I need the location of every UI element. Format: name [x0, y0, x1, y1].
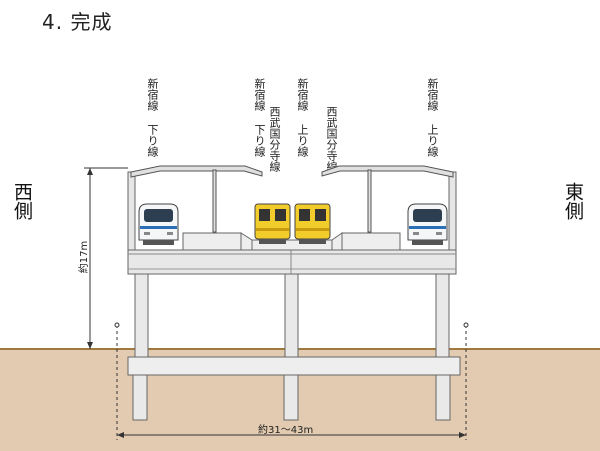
train-shinjuku-up	[407, 203, 448, 245]
label-shinjuku-down-west: 新宿線 下り線	[146, 78, 159, 157]
width-dimension-label: 約31～43m	[258, 425, 314, 436]
page-title: 4. 完成	[42, 10, 113, 34]
label-shinjuku-down: 新宿線 下り線	[253, 78, 266, 157]
width-dimension	[114, 322, 469, 440]
deck-girder	[127, 249, 457, 275]
west-wall	[127, 171, 136, 251]
train-kokubunji-right	[294, 203, 331, 244]
train-shinjuku-down	[138, 203, 179, 245]
east-wall	[448, 171, 457, 251]
track-slabs	[182, 232, 401, 251]
train-kokubunji-left	[254, 203, 291, 244]
east-side-label: 東側	[562, 182, 584, 220]
height-dimension	[84, 167, 128, 349]
label-seibu-kokubunji-left: 西武国分寺線	[268, 106, 281, 172]
label-seibu-kokubunji-right: 西武国分寺線	[325, 106, 338, 172]
catenary-poles	[130, 165, 454, 233]
label-shinjuku-up: 新宿線 上り線	[296, 78, 309, 157]
columns	[134, 273, 450, 358]
west-side-label: 西側	[11, 182, 33, 220]
label-shinjuku-up-east: 新宿線 上り線	[426, 78, 439, 157]
height-dimension-label: 約17m	[79, 240, 90, 274]
